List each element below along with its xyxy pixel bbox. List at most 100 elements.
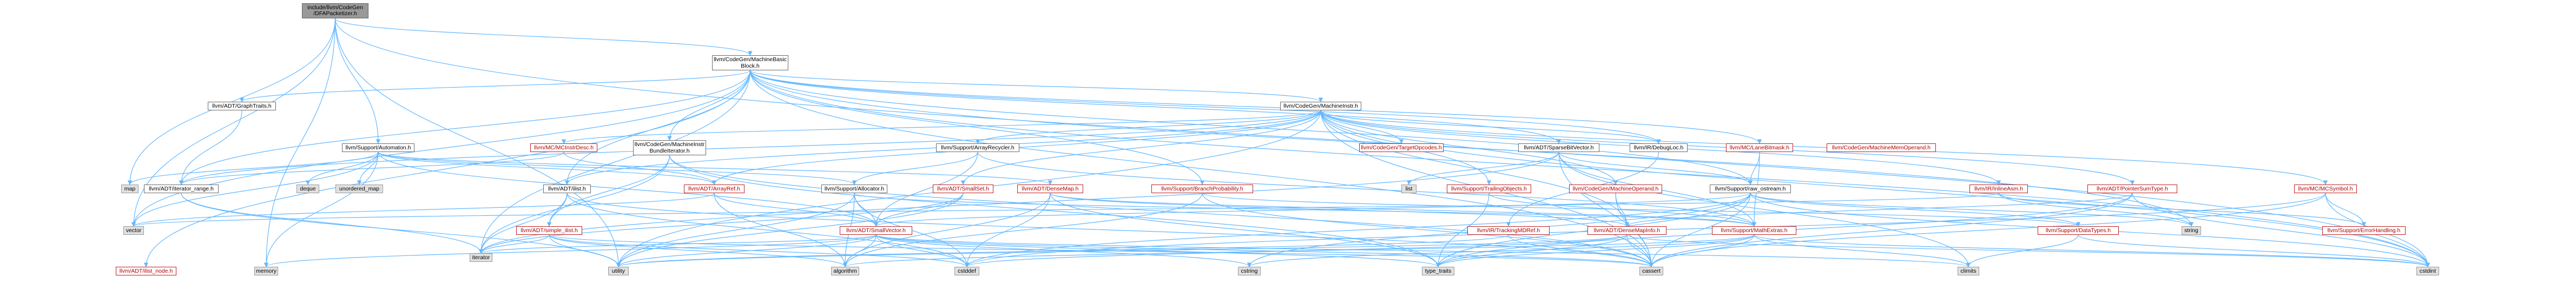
node-cstring[interactable]: cstring bbox=[1238, 267, 1261, 275]
node-cstdint[interactable]: cstdint bbox=[2416, 267, 2439, 275]
node-iterator-range-h[interactable]: llvm/ADT/iterator_range.h bbox=[144, 185, 219, 193]
edge-automaton-h-to-allocator-h bbox=[378, 152, 857, 185]
node-utility[interactable]: utility bbox=[608, 267, 629, 275]
edge-machine-basic-block-h-to-lane-bitmask-h bbox=[749, 70, 1762, 144]
node-machine-mem-operand-h[interactable]: llvm/CodeGen/MachineMemOperand.h bbox=[1827, 143, 1936, 152]
edge-math-extras-h-to-cstdint bbox=[1754, 234, 2430, 267]
edge-array-ref-h-to-vector bbox=[131, 193, 715, 227]
node-label-line: BundleIterator.h bbox=[649, 148, 690, 154]
edge-automaton-h-to-memory bbox=[263, 152, 379, 267]
edge-automaton-h-to-map bbox=[127, 152, 379, 185]
edge-small-vector-h-to-utility bbox=[616, 234, 877, 267]
node-unordered-map[interactable]: unordered_map bbox=[335, 185, 383, 193]
node-allocator-h[interactable]: llvm/Support/Allocator.h bbox=[821, 185, 887, 193]
edge-dense-map-h-to-cstddef bbox=[964, 193, 1051, 267]
edge-machine-instr-h-to-mc-instr-desc-h bbox=[562, 110, 1321, 144]
node-small-set-h[interactable]: llvm/ADT/SmallSet.h bbox=[933, 185, 993, 193]
edge-pointer-sum-type-h-to-cassert bbox=[1649, 193, 2133, 267]
edge-machine-basic-block-h-to-string bbox=[749, 70, 2194, 227]
node-type-traits[interactable]: type_traits bbox=[1422, 267, 1454, 275]
edge-root-dfapacketizer-h-to-map bbox=[127, 18, 336, 185]
edge-sparse-bit-vector-h-to-raw-ostream-h bbox=[1558, 152, 1753, 185]
node-cstddef[interactable]: cstddef bbox=[954, 267, 979, 275]
node-mc-instr-desc-h[interactable]: llvm/MC/MCInstrDesc.h bbox=[530, 143, 597, 152]
node-data-types-h[interactable]: llvm/Support/DataTypes.h bbox=[2038, 226, 2119, 235]
edge-automaton-h-to-array-ref-h bbox=[378, 152, 717, 185]
node-sparse-bit-vector-h[interactable]: llvm/ADT/SparseBitVector.h bbox=[1518, 143, 1599, 152]
node-debug-loc-h[interactable]: llvm/IR/DebugLoc.h bbox=[1630, 143, 1688, 152]
edge-math-extras-h-to-cstring bbox=[1247, 234, 1755, 267]
node-raw-ostream-h[interactable]: llvm/Support/raw_ostream.h bbox=[1710, 185, 1791, 193]
node-simple-ilist-h[interactable]: llvm/ADT/simple_ilist.h bbox=[516, 226, 582, 235]
edge-simple-ilist-h-to-cassert bbox=[549, 234, 1653, 267]
node-automaton-h[interactable]: llvm/Support/Automaton.h bbox=[342, 143, 414, 152]
node-map[interactable]: map bbox=[121, 185, 139, 193]
edge-machine-basic-block-h-to-bundle-iterator-h bbox=[667, 70, 751, 141]
edge-machine-basic-block-h-to-vector bbox=[131, 70, 751, 227]
node-bundle-iterator-h[interactable]: llvm/CodeGen/MachineInstr BundleIterator… bbox=[633, 140, 706, 155]
edge-small-vector-h-to-algorithm bbox=[842, 234, 877, 267]
node-memory[interactable]: memory bbox=[254, 267, 278, 275]
edge-branch-probability-h-to-data-types-h bbox=[1202, 193, 2080, 227]
node-mc-symbol-h[interactable]: llvm/MC/MCSymbol.h bbox=[2294, 185, 2357, 193]
node-label-line: Block.h bbox=[741, 63, 760, 69]
edge-inline-asm-h-to-vector bbox=[131, 193, 1999, 227]
edge-allocator-h-to-utility bbox=[616, 193, 855, 267]
edge-ilist-h-to-cassert bbox=[566, 193, 1653, 267]
node-branch-probability-h[interactable]: llvm/Support/BranchProbability.h bbox=[1151, 185, 1253, 193]
edge-bundle-iterator-h-to-iterator bbox=[478, 155, 670, 254]
edge-math-extras-h-to-type-traits bbox=[1435, 234, 1755, 267]
node-deque[interactable]: deque bbox=[297, 185, 319, 193]
node-ilist-node-h[interactable]: llvm/ADT/ilist_node.h bbox=[116, 267, 176, 275]
edge-small-vector-h-to-type-traits bbox=[875, 234, 1440, 267]
edge-small-vector-h-to-memory bbox=[264, 234, 877, 267]
edge-pointer-sum-type-h-to-dense-map-info-h bbox=[1625, 193, 2133, 227]
edge-automaton-h-to-deque bbox=[305, 152, 379, 185]
node-machine-operand-h[interactable]: llvm/CodeGen/MachineOperand.h bbox=[1569, 185, 1662, 193]
edge-small-vector-h-to-cassert bbox=[875, 234, 1653, 267]
node-ilist-h[interactable]: llvm/ADT/ilist.h bbox=[543, 185, 591, 193]
node-array-recycler-h[interactable]: llvm/Support/ArrayRecycler.h bbox=[936, 143, 1019, 152]
node-small-vector-h[interactable]: llvm/ADT/SmallVector.h bbox=[840, 226, 912, 235]
node-root-dfapacketizer-h[interactable]: include/llvm/CodeGen /DFAPacketizer.h bbox=[302, 3, 368, 18]
edge-root-dfapacketizer-h-to-utility bbox=[334, 18, 621, 267]
node-string[interactable]: string bbox=[2182, 226, 2201, 235]
edge-dense-map-info-h-to-cassert bbox=[1626, 234, 1654, 267]
edge-math-extras-h-to-cassert bbox=[1649, 234, 1755, 267]
node-cassert[interactable]: cassert bbox=[1639, 267, 1663, 275]
edge-machine-basic-block-h-to-debug-loc-h bbox=[749, 70, 1661, 144]
node-pointer-sum-type-h[interactable]: llvm/ADT/PointerSumType.h bbox=[2087, 185, 2177, 193]
node-inline-asm-h[interactable]: llvm/IR/InlineAsm.h bbox=[1969, 185, 2028, 193]
edge-small-vector-h-to-climits bbox=[875, 234, 1971, 267]
node-lane-bitmask-h[interactable]: llvm/MC/LaneBitmask.h bbox=[1726, 143, 1793, 152]
node-iterator[interactable]: iterator bbox=[470, 253, 492, 262]
node-graph-traits-h[interactable]: llvm/ADT/GraphTraits.h bbox=[208, 102, 276, 110]
node-climits[interactable]: climits bbox=[1958, 267, 1979, 275]
edge-root-dfapacketizer-h-to-cstdint bbox=[334, 18, 2430, 267]
edge-array-recycler-h-to-allocator-h bbox=[852, 152, 978, 185]
node-error-handling-h[interactable]: llvm/Support/ErrorHandling.h bbox=[2322, 226, 2406, 235]
edge-sparse-bit-vector-h-to-list bbox=[1406, 152, 1559, 185]
edge-array-recycler-h-to-small-vector-h bbox=[873, 152, 978, 227]
node-trailing-objects-h[interactable]: llvm/Support/TrailingObjects.h bbox=[1447, 185, 1531, 193]
node-dense-map-h[interactable]: llvm/ADT/DenseMap.h bbox=[1017, 185, 1083, 193]
node-dense-map-info-h[interactable]: llvm/ADT/DenseMapInfo.h bbox=[1587, 226, 1666, 235]
edge-machine-basic-block-h-to-machine-instr-h bbox=[749, 70, 1323, 102]
node-math-extras-h[interactable]: llvm/Support/MathExtras.h bbox=[1712, 226, 1796, 235]
node-algorithm[interactable]: algorithm bbox=[831, 267, 859, 275]
node-array-ref-h[interactable]: llvm/ADT/ArrayRef.h bbox=[684, 185, 745, 193]
edge-dense-map-h-to-math-extras-h bbox=[1050, 193, 1756, 227]
node-machine-instr-h[interactable]: llvm/CodeGen/MachineInstr.h bbox=[1280, 102, 1361, 110]
edge-simple-ilist-h-to-iterator bbox=[478, 234, 550, 254]
edge-bundle-iterator-h-to-type-traits bbox=[669, 155, 1441, 267]
node-tracking-md-ref-h[interactable]: llvm/IR/TrackingMDRef.h bbox=[1467, 226, 1550, 235]
node-machine-basic-block-h[interactable]: llvm/CodeGen/MachineBasic Block.h bbox=[712, 55, 788, 70]
edge-sparse-bit-vector-h-to-climits bbox=[1558, 152, 1971, 267]
node-vector[interactable]: vector bbox=[123, 226, 144, 235]
edge-machine-basic-block-h-to-raw-ostream-h bbox=[749, 70, 1753, 185]
edge-raw-ostream-h-to-data-types-h bbox=[1750, 193, 2081, 227]
edge-dense-map-info-h-to-utility bbox=[616, 234, 1628, 267]
node-target-opcodes-h[interactable]: llvm/CodeGen/TargetOpcodes.h bbox=[1359, 143, 1444, 152]
node-list[interactable]: list bbox=[1401, 185, 1417, 193]
